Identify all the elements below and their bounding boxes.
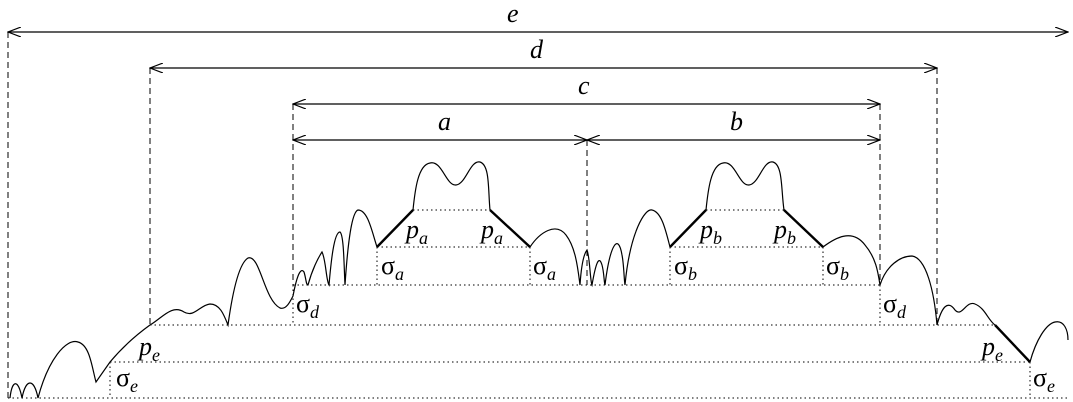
label-e: e bbox=[507, 0, 519, 28]
sigma-d-right: σd bbox=[883, 289, 907, 322]
label-a: a bbox=[438, 107, 451, 136]
p-b-left: pb bbox=[698, 215, 722, 248]
p-e-left: pe bbox=[137, 332, 160, 365]
sigma-e-right: σe bbox=[1033, 363, 1055, 396]
p-b-right: pb bbox=[772, 215, 796, 248]
pivot-b-right bbox=[783, 209, 824, 248]
pivot-e-right bbox=[994, 324, 1031, 363]
pivot-a-left bbox=[376, 209, 414, 248]
sigma-labels: σe σe σd σd σa σa σb σb bbox=[116, 251, 1055, 396]
label-d: d bbox=[530, 35, 544, 64]
pivot-a-right bbox=[489, 209, 531, 248]
platform-lines bbox=[8, 209, 1068, 399]
sigma-a-right: σa bbox=[533, 251, 556, 284]
sigma-b-right: σb bbox=[826, 251, 849, 284]
p-a-right: pa bbox=[479, 215, 503, 248]
label-c: c bbox=[578, 71, 590, 100]
profile-curve bbox=[9, 209, 378, 399]
width-arrows bbox=[8, 32, 1068, 140]
sigma-a-left: σa bbox=[381, 251, 404, 284]
sigma-b-left: σb bbox=[674, 251, 697, 284]
sigma-e-left: σe bbox=[116, 363, 138, 396]
sigma-d-left: σd bbox=[296, 289, 320, 322]
pivot-b-left bbox=[669, 209, 707, 248]
p-e-right: pe bbox=[980, 332, 1003, 365]
pivot-labels: pe pe pa pa pb pb bbox=[137, 215, 1003, 365]
label-b: b bbox=[730, 107, 743, 136]
extent-lines bbox=[7, 32, 938, 398]
p-a-left: pa bbox=[404, 215, 428, 248]
